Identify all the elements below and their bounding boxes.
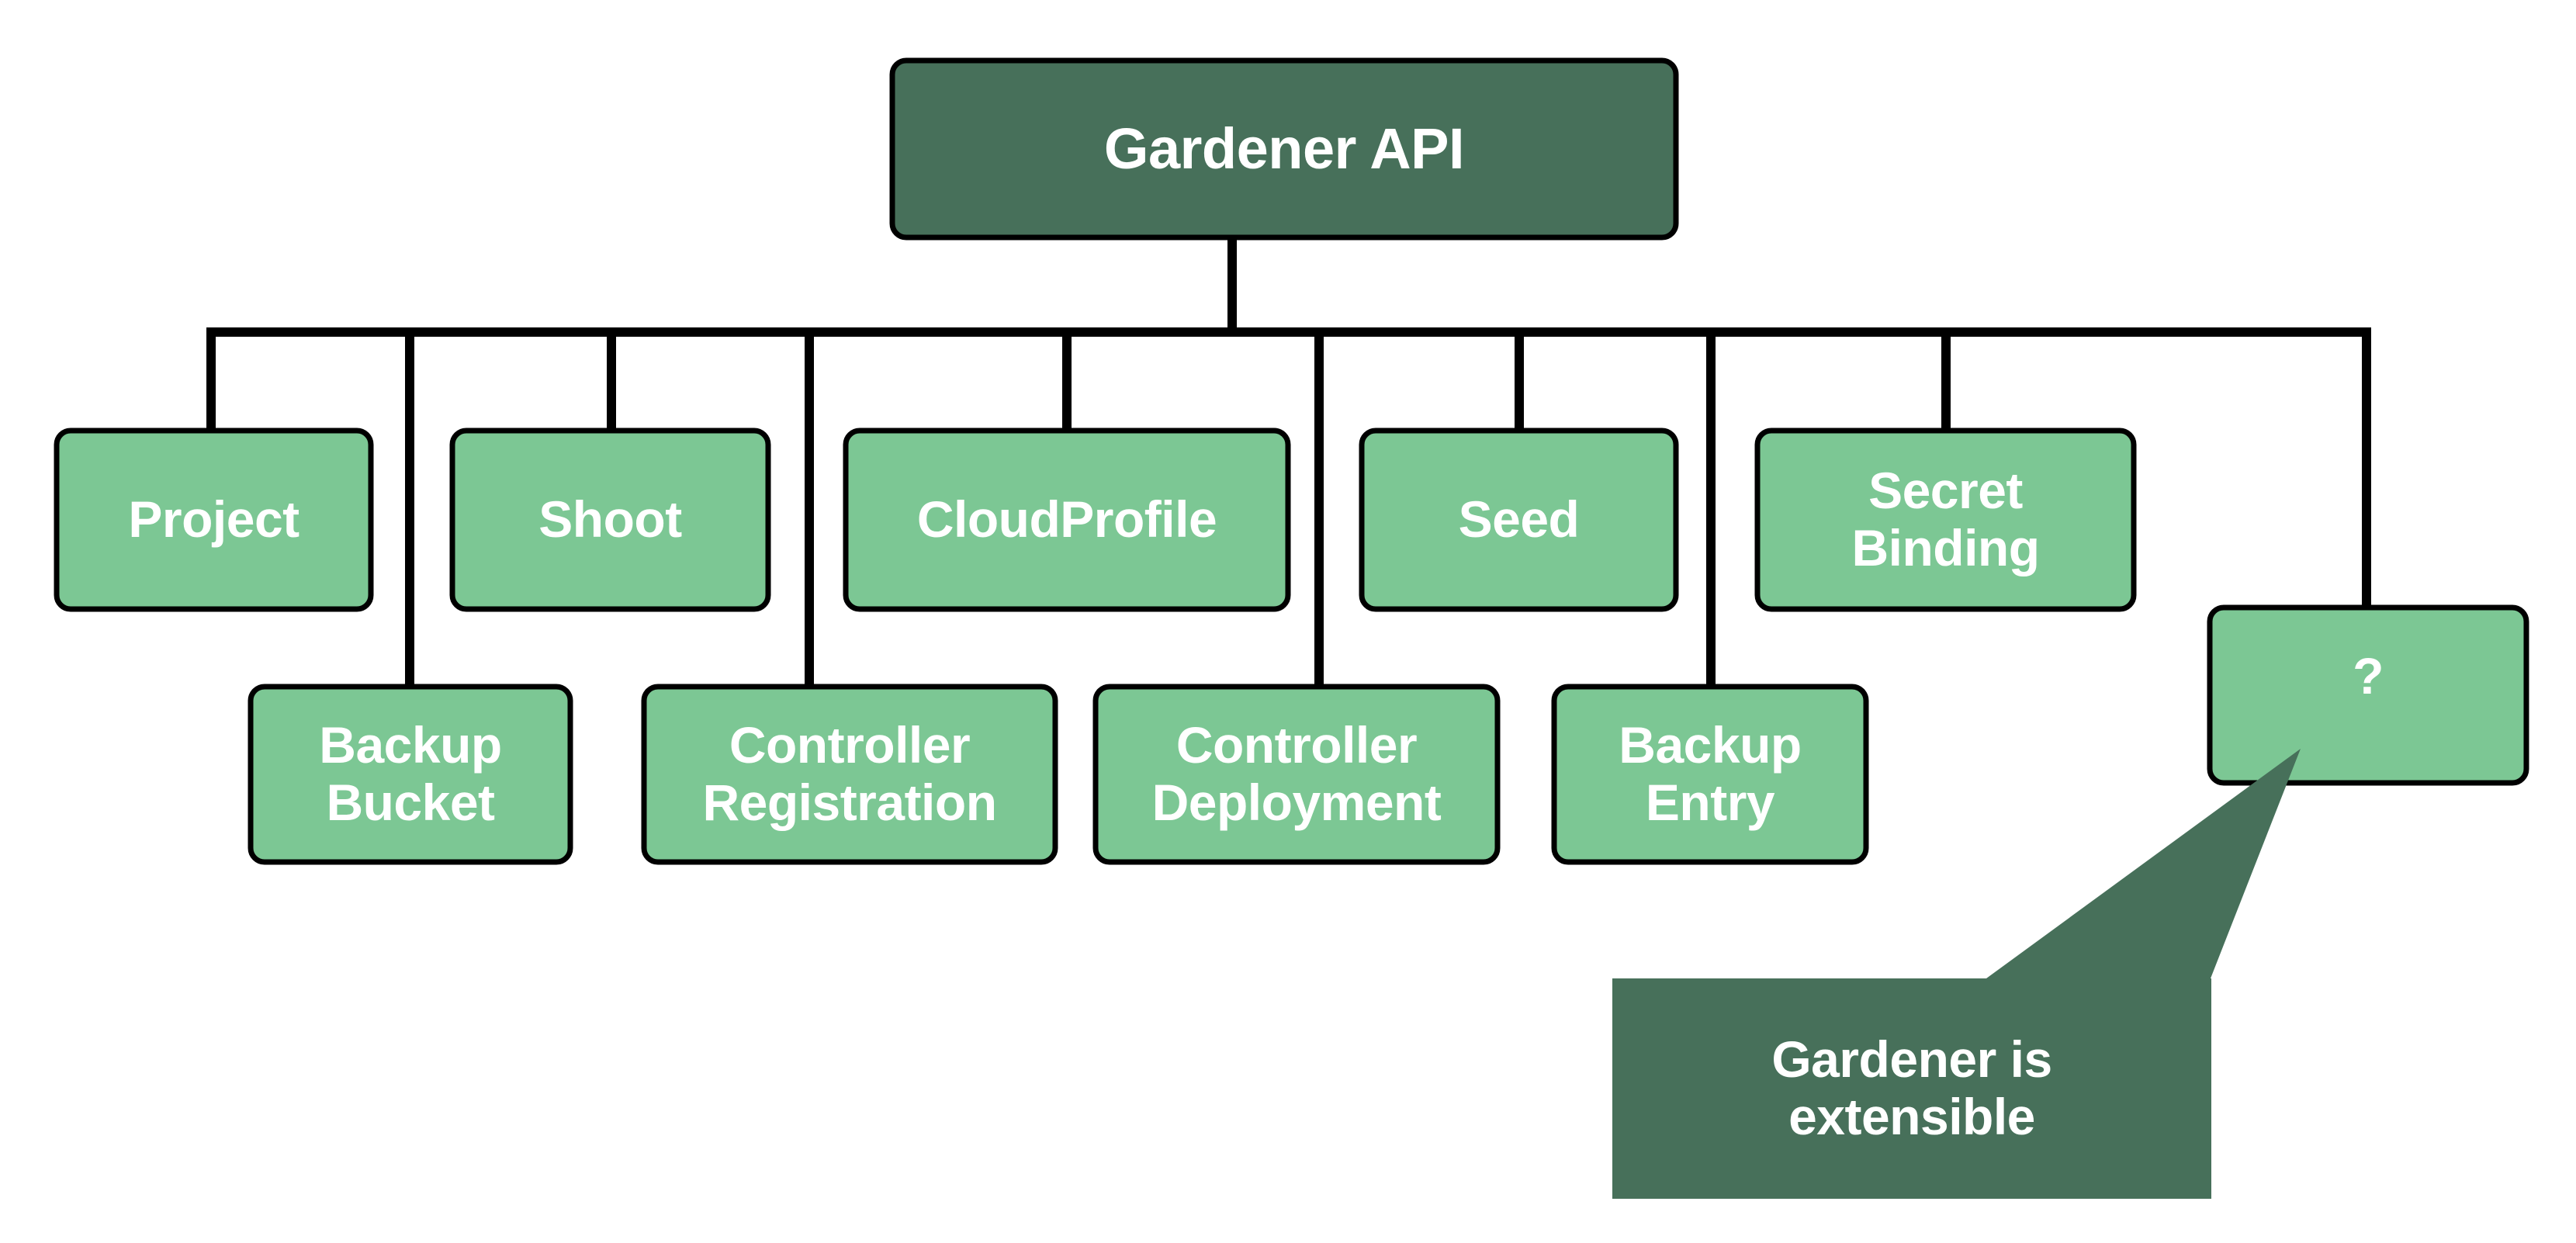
node-gardener-api[interactable] [889, 57, 1679, 241]
node-backup-bucket[interactable] [248, 684, 573, 865]
node-controller-deployment[interactable] [1092, 684, 1501, 865]
node-backup-entry[interactable] [1551, 684, 1869, 865]
node-project[interactable] [54, 428, 374, 612]
node-cloudprofile[interactable] [843, 428, 1291, 612]
callout-pointer [1986, 749, 2301, 978]
node-seed[interactable] [1359, 428, 1679, 612]
node-unknown[interactable] [2207, 604, 2529, 786]
node-controller-registration[interactable] [641, 684, 1058, 865]
node-shoot[interactable] [449, 428, 771, 612]
connector-layer [206, 237, 2371, 690]
callout-box[interactable] [1612, 978, 2211, 1199]
callout-layer [1612, 749, 2301, 1199]
node-secret-binding[interactable] [1754, 428, 2137, 612]
node-layer [54, 57, 2529, 865]
